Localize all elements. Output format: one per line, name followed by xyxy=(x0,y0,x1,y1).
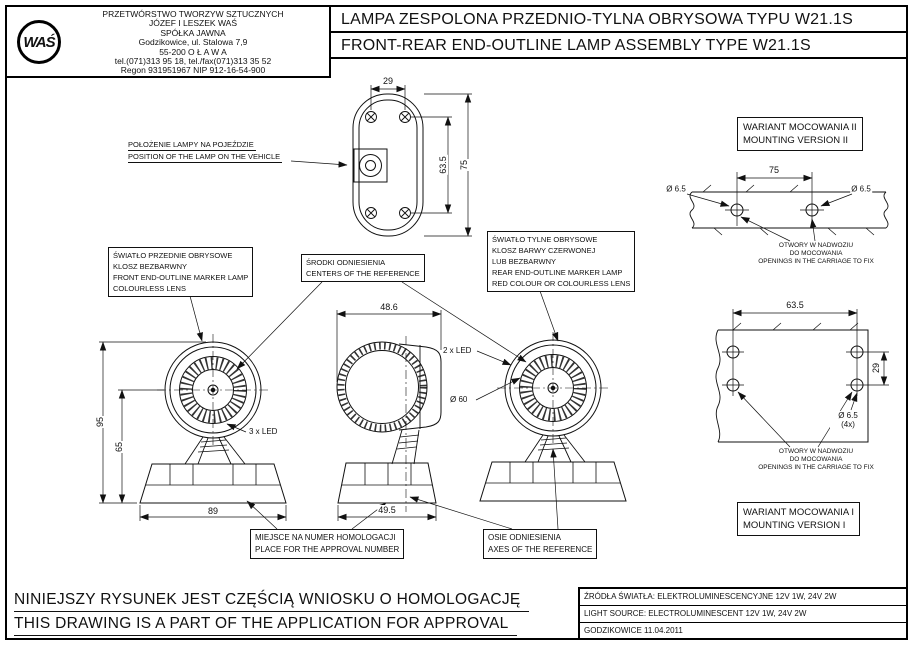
led3-label: 3 x LED xyxy=(248,427,279,436)
company-line: JÓZEF I LESZEK WAŚ xyxy=(148,18,237,29)
company-line: 55-200 O Ł A W A xyxy=(159,46,227,57)
axes-line-en: AXES OF THE REFERENCE xyxy=(488,545,593,554)
company-line: PRZETWÓRSTWO TWORZYW SZTUCZNYCH xyxy=(102,9,284,19)
axes-line-pl: OSIE ODNIESIENIA xyxy=(488,533,561,542)
openings-line: OTWORY W NADWOZIU xyxy=(778,242,854,249)
mounting1-line-pl: WARIANT MOCOWANIA I xyxy=(743,507,855,518)
openings-line: OPENINGS IN THE CARRIAGE TO FIX xyxy=(758,464,874,471)
dim-side-base-depth: 49.5 xyxy=(377,505,397,515)
side-view-geometry xyxy=(336,341,442,504)
company-line: Regon 931951967 NIP 912-16-54-900 xyxy=(120,65,266,76)
front-view-right-centerlines xyxy=(497,332,609,444)
mounting2-callout: WARIANT MOCOWANIA II MOUNTING VERSION II xyxy=(737,117,863,151)
company-line: SPÓŁKA JAWNA xyxy=(160,27,226,38)
front-lamp-line: FRONT END-OUTLINE MARKER LAMP xyxy=(113,273,249,282)
approval-line-en: PLACE FOR THE APPROVAL NUMBER xyxy=(255,545,400,554)
centers-line-pl: ŚRODKI ODNIESIENIA xyxy=(306,258,386,267)
company-address: PRZETWÓRSTWO TWORZYW SZTUCZNYCH JÓZEF I … xyxy=(61,9,325,76)
position-callout: POŁOŻENIE LAMPY NA POJEŹDZIE POSITION OF… xyxy=(128,139,283,163)
dim-mount2-pitch: 75 xyxy=(767,165,781,175)
mounting1-callout: WARIANT MOCOWANIA I MOUNTING VERSION I xyxy=(737,502,861,536)
dim-mount1-pitch-y: 29 xyxy=(871,361,881,375)
mount2-openings-note: OTWORY W NADWOZIU DO MOCOWANIA OPENINGS … xyxy=(742,242,890,266)
company-logo-text: WAŚ xyxy=(23,33,55,51)
front-lamp-line: KLOSZ BEZBARWNY xyxy=(113,262,188,271)
approval-callout: MIEJSCE NA NUMER HOMOLOGACJI PLACE FOR T… xyxy=(250,529,405,559)
dim-top-height: 75 xyxy=(459,158,469,172)
disclaimer-en: THIS DRAWING IS A PART OF THE APPLICATIO… xyxy=(14,612,517,636)
openings-line: DO MOCOWANIA xyxy=(789,250,843,257)
drawing-title-en: FRONT-REAR END-OUTLINE LAMP ASSEMBLY TYP… xyxy=(331,33,906,59)
front-view-left-centerlines xyxy=(157,334,269,446)
openings-line: OTWORY W NADWOZIU xyxy=(778,448,854,455)
dim-mount2-hole-left: Ø 6.5 xyxy=(665,184,687,194)
front-view-right-leaders xyxy=(475,350,521,401)
mounting1-line-en: MOUNTING VERSION I xyxy=(743,520,846,531)
sheet-border xyxy=(5,5,908,640)
approval-line-pl: MIEJSCE NA NUMER HOMOLOGACJI xyxy=(255,533,396,542)
company-line: tel.(071)313 95 18, tel./fax(071)313 35 … xyxy=(114,56,272,67)
rear-lamp-line: LUB BEZBARWNY xyxy=(492,257,557,266)
position-callout-en: POSITION OF THE LAMP ON THE VEHICLE xyxy=(128,152,283,163)
dim-front-center-height: 65 xyxy=(114,440,124,454)
mount1-geometry xyxy=(715,309,889,448)
disclaimer-pl: NINIEJSZY RYSUNEK JEST CZĘŚCIĄ WNIOSKU O… xyxy=(14,588,529,612)
light-source-en: LIGHT SOURCE: ELECTROLUMINESCENT 12V 1W,… xyxy=(580,606,907,623)
dim-mount2-hole-right: Ø 6.5 xyxy=(850,184,872,194)
drawing-title-pl: LAMPA ZESPOLONA PRZEDNIO-TYLNA OBRYSOWA … xyxy=(331,7,906,33)
mount1-hole-count: (4x) xyxy=(841,420,855,429)
top-view-geometry xyxy=(352,93,424,237)
company-block: WAŚ PRZETWÓRSTWO TWORZYW SZTUCZNYCH JÓZE… xyxy=(7,7,331,78)
mount1-hole-diameter-label: Ø 6.5 (4x) xyxy=(830,411,866,429)
openings-line: OPENINGS IN THE CARRIAGE TO FIX xyxy=(758,258,874,265)
rear-lamp-callout: ŚWIATŁO TYLNE OBRYSOWE KLOSZ BARWY CZERW… xyxy=(487,231,636,292)
place-date: GODZIKOWICE 11.04.2011 xyxy=(580,623,713,640)
centers-callout: ŚRODKI ODNIESIENIA CENTERS OF THE REFERE… xyxy=(301,254,425,282)
screw-holes xyxy=(365,111,411,219)
mount1-openings-note: OTWORY W NADWOZIU DO MOCOWANIA OPENINGS … xyxy=(742,448,890,472)
mount2-geometry xyxy=(686,172,889,242)
dim-side-depth: 48.6 xyxy=(379,302,399,312)
dim-top-hole-span: 29 xyxy=(381,76,395,86)
dim-front-overall-height: 95 xyxy=(95,415,105,429)
mounting2-line-pl: WARIANT MOCOWANIA II xyxy=(743,122,857,133)
mount1-hole-dia: Ø 6.5 xyxy=(838,411,858,420)
rear-lamp-line: KLOSZ BARWY CZERWONEJ xyxy=(492,246,596,255)
company-logo: WAŚ xyxy=(17,20,61,64)
dim-top-hole-pitch: 63.5 xyxy=(438,155,448,175)
title-block: LAMPA ZESPOLONA PRZEDNIO-TYLNA OBRYSOWA … xyxy=(331,7,906,59)
front-lamp-line: ŚWIATŁO PRZEDNIE OBRYSOWE xyxy=(113,251,233,260)
dim-front-base-width: 89 xyxy=(206,506,220,516)
light-source-pl: ŹRÓDŁA ŚWIATŁA: ELEKTROLUMINESCENCYJNE 1… xyxy=(580,589,907,606)
rear-lamp-line: ŚWIATŁO TYLNE OBRYSOWE xyxy=(492,235,598,244)
position-callout-pl: POŁOŻENIE LAMPY NA POJEŹDZIE xyxy=(128,140,256,151)
rear-lamp-line: RED COLOUR OR COLOURLESS LENS xyxy=(492,279,631,288)
light-source-block: ŹRÓDŁA ŚWIATŁA: ELEKTROLUMINESCENCYJNE 1… xyxy=(578,587,907,640)
rear-lamp-line: REAR END-OUTLINE MARKER LAMP xyxy=(492,268,623,277)
led2-label: 2 x LED xyxy=(442,346,473,355)
dim-mount1-pitch-x: 63.5 xyxy=(785,300,805,310)
approval-disclaimer: NINIEJSZY RYSUNEK JEST CZĘŚCIĄ WNIOSKU O… xyxy=(14,588,529,636)
side-view-dimensions xyxy=(336,310,442,521)
mounting2-line-en: MOUNTING VERSION II xyxy=(743,135,849,146)
centers-line-en: CENTERS OF THE REFERENCE xyxy=(306,269,420,278)
company-line: Godzikowice, ul. Stalowa 7,9 xyxy=(138,37,248,48)
lens-diameter-label: Ø 60 xyxy=(449,395,469,404)
front-lamp-line: COLOURLESS LENS xyxy=(113,284,186,293)
openings-line: DO MOCOWANIA xyxy=(789,456,843,463)
axes-callout: OSIE ODNIESIENIA AXES OF THE REFERENCE xyxy=(483,529,598,559)
callout-leaders xyxy=(189,281,559,530)
front-lamp-callout: ŚWIATŁO PRZEDNIE OBRYSOWE KLOSZ BEZBARWN… xyxy=(108,247,254,297)
